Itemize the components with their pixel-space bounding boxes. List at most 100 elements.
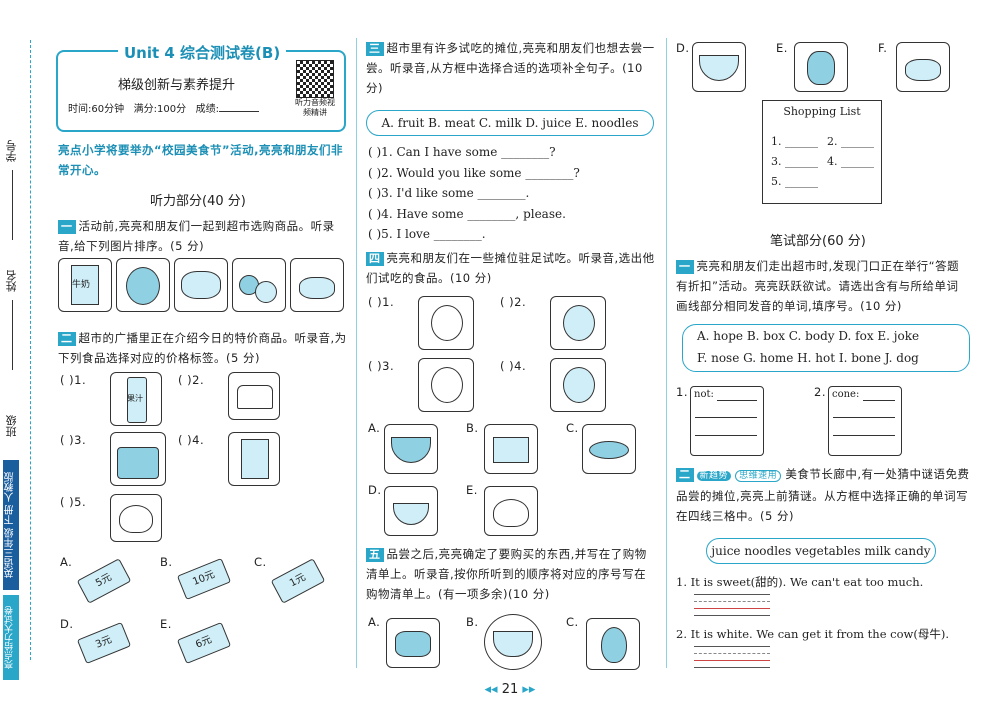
shop-item-letter: A. (368, 615, 381, 629)
name-label: 姓名 (5, 270, 18, 292)
tag-letter: E. (160, 617, 172, 631)
header-box: Unit 4 综合测试卷(B) 梯级创新与素养提升 时间:60分钟 满分:100… (56, 42, 346, 132)
milk-carton-image: 牛奶 (58, 258, 112, 312)
section-number: 一 (676, 260, 694, 274)
item-label[interactable]: ( )1. (60, 373, 87, 387)
section-3: 三超市里有许多试吃的摊位,亮亮和朋友们也想去尝一尝。听录音,从方框中选择合适的选… (366, 38, 658, 98)
new-trend-badge: 新趋势 (696, 471, 732, 481)
item-label[interactable]: ( )5. (60, 495, 87, 509)
section-3-instructions: 超市里有许多试吃的摊位,亮亮和朋友们也想去尝一尝。听录音,从方框中选择合适的选项… (366, 41, 655, 95)
tag-letter: D. (60, 617, 74, 631)
answer-box-word: not: (694, 389, 714, 400)
writing-1-instructions: 亮亮和朋友们走出超市时,发现门口正在举行“答题有折扣”活动。亮亮跃跃欲试。请选出… (676, 259, 960, 313)
answer-box-number: 2. (814, 385, 826, 399)
sentence-item[interactable]: ( )5. I love ________. (368, 227, 486, 241)
section-2-instructions: 超市的广播里正在介绍今日的特价商品。听录音,为下列食品选择对应的价格标签。(5 … (58, 331, 347, 365)
section-4: 四亮亮和朋友们在一些摊位驻足试吃。听录音,选出他们试吃的食品。(10 分) (366, 248, 658, 288)
riddle-2: 2. It is white. We can get it from the c… (676, 627, 950, 641)
section-number: 五 (366, 548, 384, 562)
soup-image (384, 486, 438, 536)
section-1-instructions: 活动前,亮亮和朋友们一起到超市选购商品。听录音,给下列图片排序。(5 分) (58, 219, 335, 253)
list-entry[interactable]: 4. ______ (827, 155, 874, 168)
price-tag: 6元 (176, 621, 232, 665)
list-entry[interactable]: 1. ______ (771, 135, 818, 148)
sentence-item[interactable]: ( )1. Can I have some ________? (368, 145, 556, 159)
page-title: Unit 4 综合测试卷(B) (118, 42, 287, 63)
sentence-item[interactable]: ( )4. Have some ________, please. (368, 206, 566, 221)
options-box: A. hope B. box C. body D. fox E. joke F.… (682, 324, 970, 372)
list-entry[interactable]: 2. ______ (827, 135, 874, 148)
four-line-grid[interactable] (694, 646, 770, 668)
food-letter: E. (466, 483, 478, 497)
sentence-item[interactable]: ( )2. Would you like some ________? (368, 165, 580, 180)
four-line-grid[interactable] (694, 594, 770, 616)
price-tag: 10元 (176, 557, 232, 601)
writing-section-1: 一亮亮和朋友们走出超市时,发现门口正在举行“答题有折扣”活动。亮亮跃跃欲试。请选… (676, 256, 970, 316)
girl-avatar-image (418, 358, 474, 412)
food-letter: C. (566, 421, 579, 435)
page-number: ◂◂ 21 ▸▸ (480, 682, 540, 697)
person-label[interactable]: ( )1. (368, 295, 395, 309)
prev-arrow-icon: ◂◂ (484, 682, 498, 697)
listening-title: 听力部分(40 分) (150, 194, 246, 209)
book-label: 英语三年级 下册 人教版 (3, 460, 19, 590)
qr-caption: 听力音频视频精讲 (295, 98, 335, 117)
item-label[interactable]: ( )2. (178, 373, 205, 387)
header-subtitle: 梯级创新与素养提升 (118, 78, 236, 93)
student-no-label: 学号 (5, 140, 18, 162)
boy-avatar-image (550, 296, 606, 350)
egg-image (116, 258, 170, 312)
section-1: 一活动前,亮亮和朋友们一起到超市选购商品。听录音,给下列图片排序。(5 分) (58, 216, 348, 256)
section-number: 四 (366, 252, 384, 266)
food-letter: D. (368, 483, 382, 497)
column-divider (356, 38, 357, 668)
girl-avatar-image (418, 296, 474, 350)
eggs-basket-image (484, 614, 542, 670)
section-number: 二 (676, 468, 694, 482)
person-label[interactable]: ( )3. (368, 359, 395, 373)
cake-image (110, 432, 166, 486)
item-label[interactable]: ( )3. (60, 433, 87, 447)
vegetables-image (896, 42, 950, 92)
riddle-1: 1. It is sweet(甜的). We can't eat too muc… (676, 575, 924, 589)
tag-letter: C. (254, 555, 267, 569)
price-tag: 3元 (76, 621, 132, 665)
options-box: A. fruit B. meat C. milk D. juice E. noo… (366, 110, 654, 136)
header-meta: 时间:60分钟 满分:100分 成绩: (68, 100, 260, 115)
person-label[interactable]: ( )4. (500, 359, 527, 373)
shop-item-letter: B. (466, 615, 479, 629)
answer-box[interactable]: not: (690, 386, 764, 456)
fish-image (582, 424, 636, 474)
price-tag: 5元 (76, 558, 132, 604)
column-divider (666, 38, 667, 668)
shop-item-letter: D. (676, 41, 690, 55)
word-bank-box: juice noodles vegetables milk candy (706, 538, 936, 564)
student-no-line (12, 170, 13, 240)
fruit-image (232, 258, 286, 312)
sentence-item[interactable]: ( )3. I'd like some ________. (368, 186, 530, 200)
name-line (12, 300, 13, 370)
list-entry[interactable]: 3. ______ (771, 155, 818, 168)
item-label[interactable]: ( )4. (178, 433, 205, 447)
section-number: 三 (366, 42, 384, 56)
meat-image (174, 258, 228, 312)
price-tag: 1元 (270, 558, 326, 604)
list-entry[interactable]: 5. ______ (771, 175, 818, 188)
grapes-image (794, 42, 848, 92)
food-letter: B. (466, 421, 479, 435)
answer-box[interactable]: cone: (828, 386, 902, 456)
juice-label: 果汁 (127, 394, 143, 403)
girl-avatar-image (550, 358, 606, 412)
meat-image (386, 618, 440, 668)
answer-box-number: 1. (676, 385, 688, 399)
qr-code-icon[interactable] (296, 60, 334, 98)
tag-letter: B. (160, 555, 173, 569)
writing-title: 笔试部分(60 分) (770, 234, 866, 249)
rice-bowl-image (110, 494, 162, 542)
sidebar: 学号 姓名 班级 英语三年级 下册 人教版 亮点给力大试卷 (0, 0, 40, 714)
shop-item-letter: C. (566, 615, 579, 629)
person-label[interactable]: ( )2. (500, 295, 527, 309)
score-text: 满分:100分 (133, 104, 187, 115)
section-5: 五品尝之后,亮亮确定了要购买的东西,并写在了购物清单上。听录音,按你所听到的顺序… (366, 544, 658, 604)
section-number: 二 (58, 332, 76, 346)
